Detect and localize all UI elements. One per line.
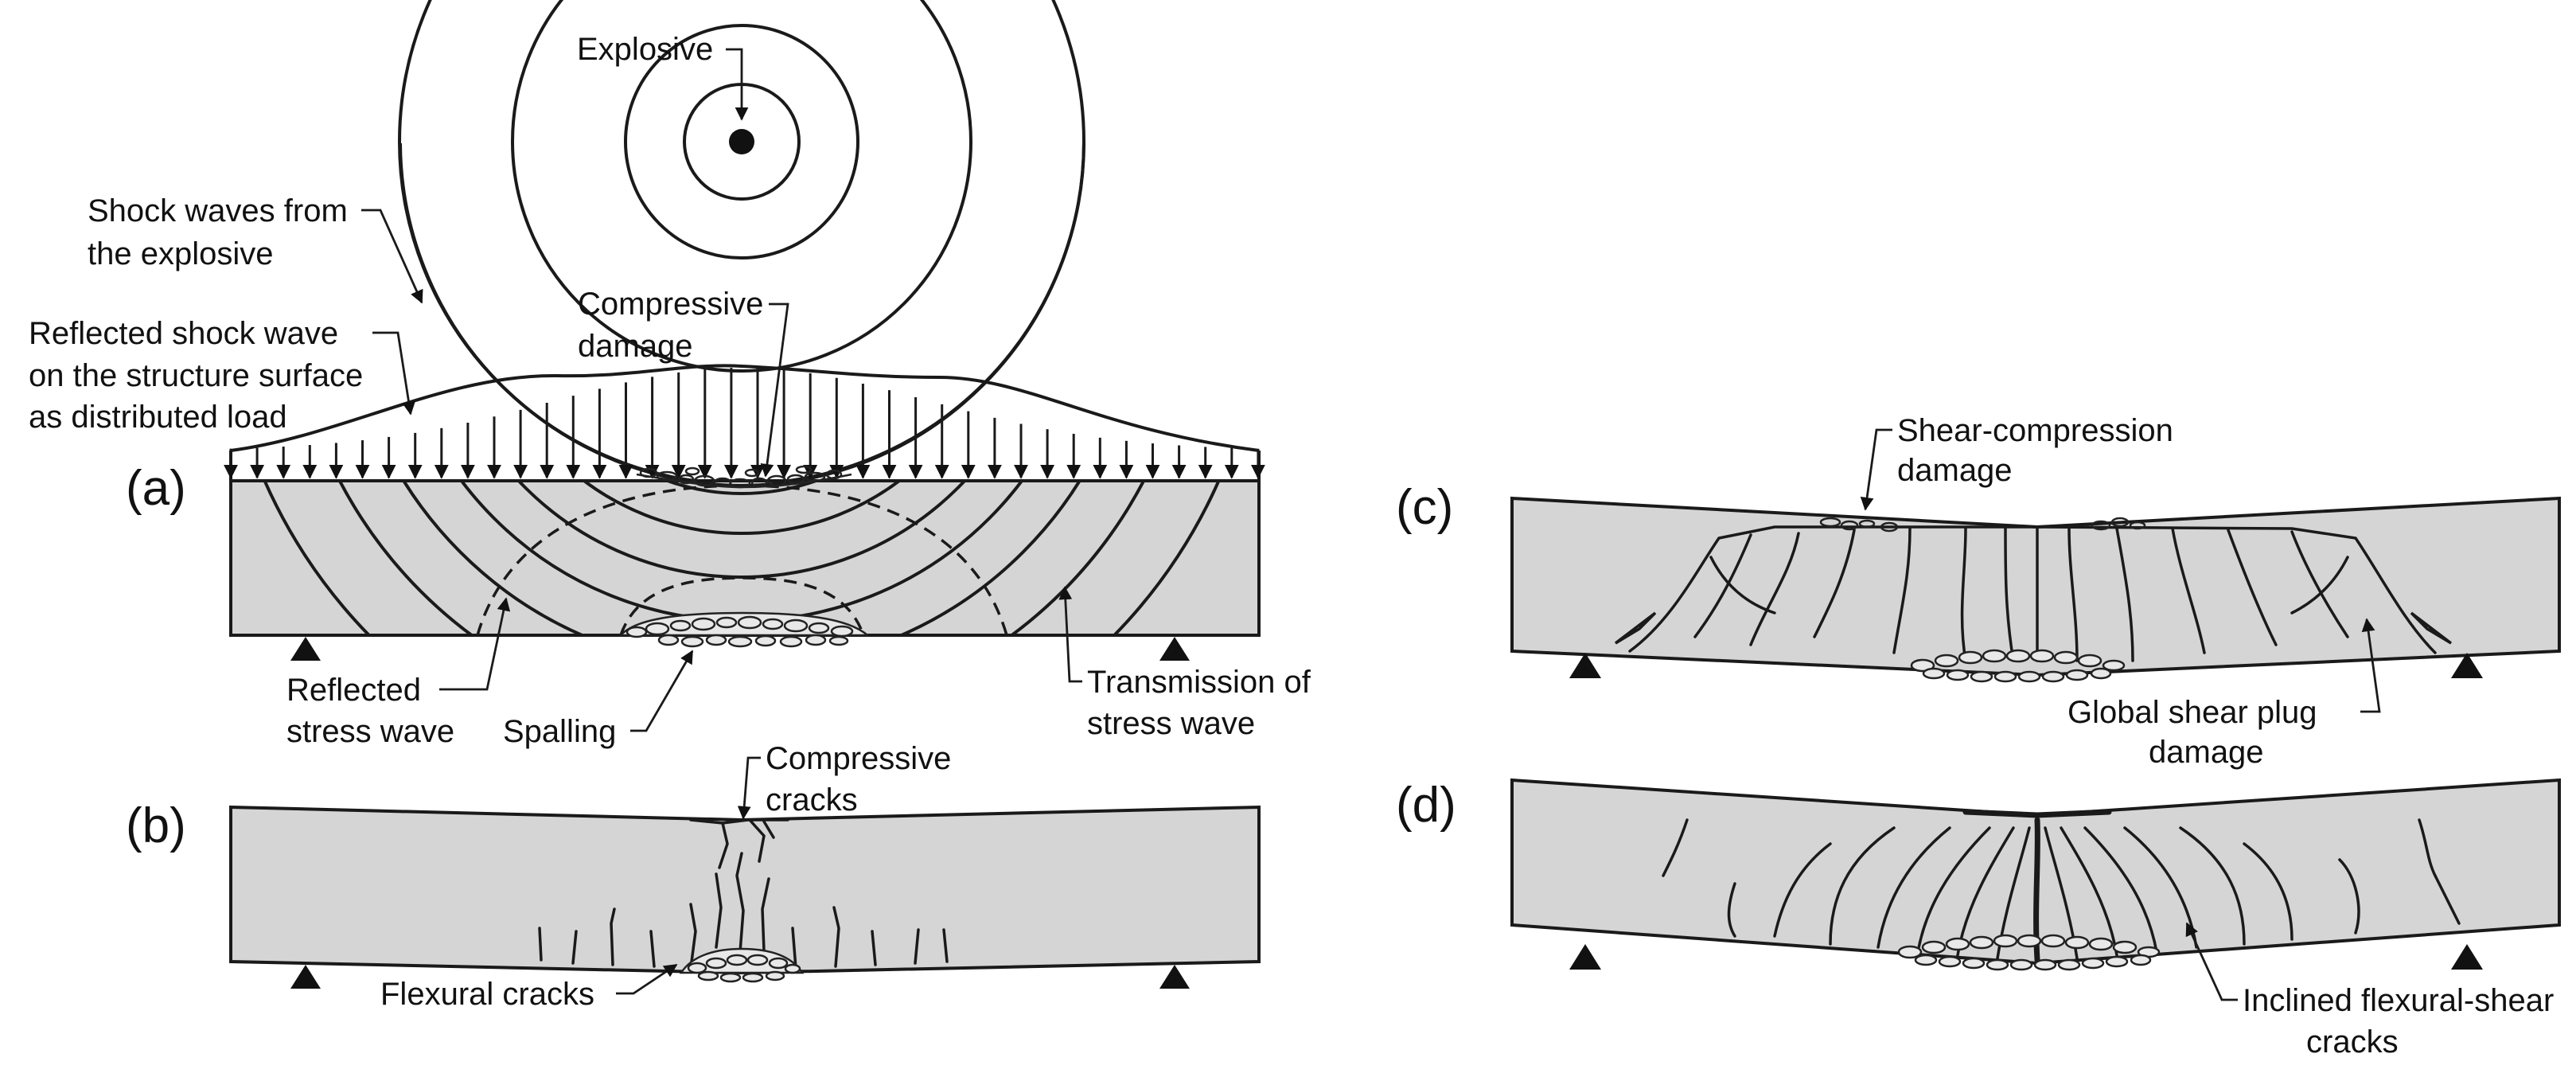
- panel-label-c: (c): [1396, 480, 1453, 535]
- label-reflected-shock-2: on the structure surface: [29, 358, 363, 393]
- load-arrows: [224, 368, 1265, 479]
- outer-shock-arc: [399, 142, 1085, 488]
- label-shock-waves-2: the explosive: [88, 236, 273, 271]
- compressive-cracks-d: [1962, 809, 2112, 818]
- panel-a: (a) Explosive Shock waves from the explo…: [29, 0, 1311, 749]
- support-left-b: [290, 965, 321, 989]
- spalling-rubble: [618, 611, 871, 648]
- label-shock-waves-1: Shock waves from: [88, 193, 348, 228]
- support-left-a: [290, 637, 321, 661]
- panel-label-b: (b): [126, 798, 186, 853]
- label-flexural-cracks: Flexural cracks: [380, 977, 594, 1012]
- label-compressive-cracks-2: cracks: [766, 782, 858, 818]
- shear-compression-rubble: [1819, 517, 2146, 533]
- flexural-cracks-b: [538, 852, 949, 970]
- label-reflected-shock-1: Reflected shock wave: [29, 316, 338, 351]
- support-left-d: [1569, 944, 1601, 970]
- panel-b: (b) Compressive cracks Flexural cracks: [126, 741, 1261, 1012]
- label-global-shear-2: damage: [2149, 735, 2264, 770]
- panel-c: (c) Shear-compression damage Global shea…: [1396, 413, 2561, 770]
- label-explosive: Explosive: [577, 32, 713, 67]
- support-left-c: [1569, 653, 1601, 678]
- compressive-damage-rubble: [636, 465, 852, 489]
- support-right-d: [2451, 944, 2483, 970]
- shear-plug-outline: [1628, 525, 2437, 654]
- compressive-cracks-b: [689, 818, 789, 869]
- beam-c: [1510, 496, 2561, 677]
- label-compressive-damage-2: damage: [578, 329, 693, 364]
- label-reflected-shock-3: as distributed load: [29, 400, 287, 435]
- panel-label-a: (a): [126, 461, 186, 516]
- distributed-load-curve: [230, 364, 1260, 452]
- label-inclined-2: cracks: [2306, 1024, 2399, 1060]
- label-transmission-2: stress wave: [1087, 706, 1255, 741]
- shear-gap-right: [2410, 611, 2453, 645]
- label-compressive-damage-1: Compressive: [578, 287, 763, 322]
- explosive-charge: [729, 129, 754, 154]
- label-compressive-cracks-1: Compressive: [766, 741, 951, 776]
- support-right-c: [2451, 653, 2483, 678]
- panel-label-d: (d): [1396, 778, 1456, 833]
- label-transmission-1: Transmission of: [1087, 665, 1311, 700]
- label-inclined-1: Inclined flexural-shear: [2243, 983, 2554, 1018]
- support-right-a: [1159, 637, 1190, 661]
- shear-gap-left: [1614, 611, 1657, 645]
- label-shear-compression-1: Shear-compression: [1897, 413, 2173, 448]
- label-global-shear-1: Global shear plug: [2067, 695, 2317, 730]
- panel-d: (d) Inclined flexural-shear cracks: [1396, 778, 2561, 1060]
- spalling-rubble-c: [1910, 649, 2126, 683]
- shear-cracks-c: [1693, 527, 2349, 662]
- label-reflected-stress-2: stress wave: [286, 714, 454, 749]
- label-spalling: Spalling: [503, 714, 616, 749]
- support-right-b: [1159, 965, 1190, 989]
- spalling-rubble-b: [679, 947, 805, 983]
- spalling-rubble-d: [1897, 934, 2161, 971]
- beam-a: [229, 479, 1261, 637]
- label-reflected-stress-1: Reflected: [286, 673, 421, 708]
- label-shear-compression-2: damage: [1897, 453, 2013, 488]
